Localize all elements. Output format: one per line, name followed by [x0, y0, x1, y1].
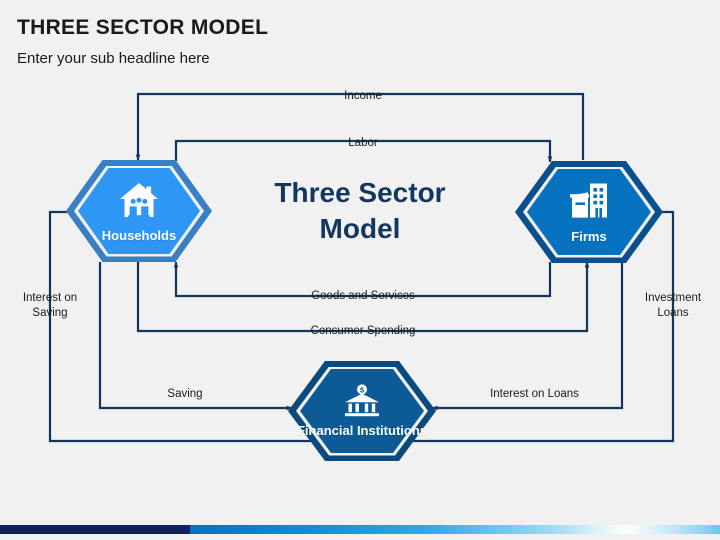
node-firms[interactable]: Firms	[515, 161, 663, 263]
flow-label-saving: Saving	[167, 388, 203, 400]
factory-building-icon	[567, 181, 611, 226]
firms-hex-fill	[527, 169, 651, 255]
svg-text:$: $	[360, 385, 365, 394]
financial-institutions-label: Financial Institutions	[296, 423, 427, 438]
node-financial-institutions[interactable]: $ Financial Institutions	[288, 361, 436, 461]
flow-label-interest-on-loans: Interest on Loans	[490, 388, 579, 400]
node-households[interactable]: Households	[66, 160, 212, 262]
page-subtitle: Enter your sub headline here	[17, 50, 210, 67]
flow-label-income: Income	[344, 90, 382, 102]
diagram-heading: Three Sector Model	[274, 177, 446, 244]
footer-bar-gradient	[190, 525, 720, 534]
flow-label-labor: Labor	[348, 137, 378, 149]
flow-label-goods-and-services: Goods and Services	[311, 290, 415, 302]
flow-label-interest-on-saving: Interest on Saving	[22, 292, 78, 319]
flow-label-consumer-spending: Consumer Spending	[310, 325, 416, 337]
firms-label: Firms	[571, 228, 607, 244]
footer-bar-navy	[0, 525, 190, 534]
bank-dollar-icon: $	[342, 384, 382, 422]
flow-label-investment-loans: Investment Loans	[644, 292, 702, 319]
households-label: Households	[101, 227, 177, 243]
page-title: THREE SECTOR MODEL	[17, 16, 269, 39]
house-family-icon	[118, 180, 160, 225]
